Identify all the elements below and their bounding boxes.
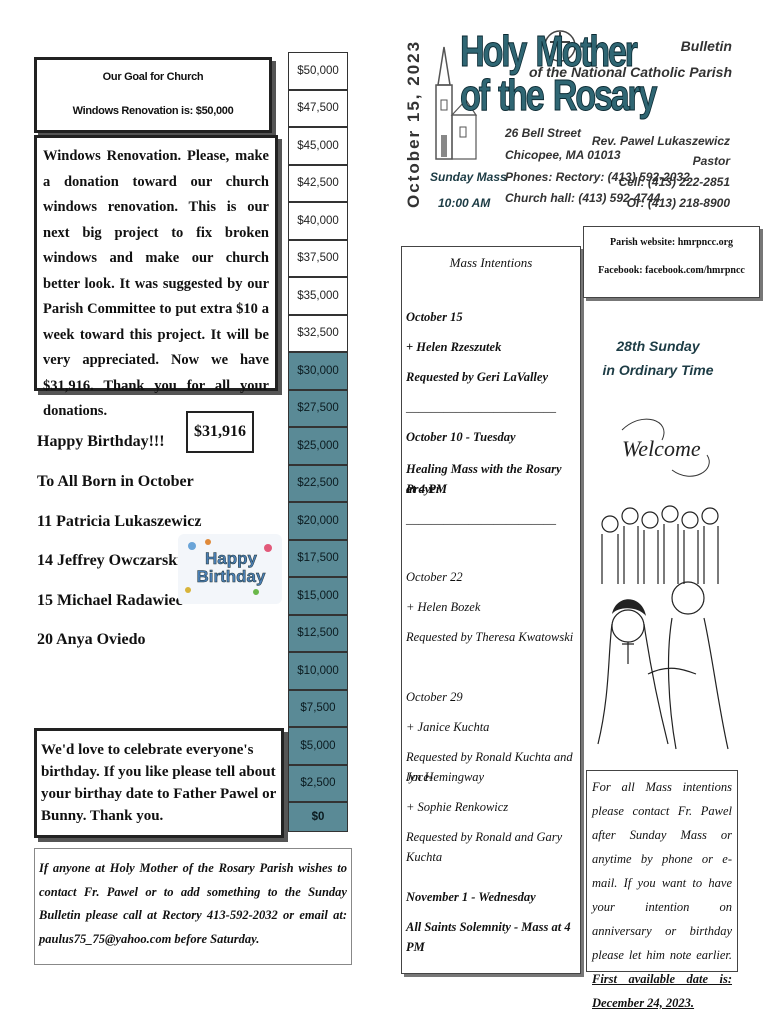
mass-intention-line: + Janice Kuchta xyxy=(406,720,490,734)
thermometer-level: $30,000 xyxy=(288,352,348,390)
goal-box: Our Goal for Church Windows Renovation i… xyxy=(34,57,272,133)
raised-amount-badge: $31,916 xyxy=(186,411,254,453)
mass-intentions-box: Mass Intentions October 15 + Helen Rzeszu… xyxy=(401,246,581,974)
mass-intention-line: November 1 - Wednesday xyxy=(406,890,536,904)
thermometer-level: $37,500 xyxy=(288,239,348,277)
sunday-mass-label: Sunday Mass xyxy=(430,170,507,184)
mass-intention-line: Healing Mass with the Rosary Prayer xyxy=(406,462,562,496)
mass-divider: ________________________ xyxy=(406,400,556,414)
goal-line1: Our Goal for Church xyxy=(102,71,204,83)
thermometer-level: $45,000 xyxy=(288,127,348,165)
mass-intention-line: at 4 PM xyxy=(406,482,447,496)
windows-renovation-box: Windows Renovation. Please, make a donat… xyxy=(34,135,278,419)
birthday-person: 14 Jeffrey Owczarski xyxy=(37,552,182,569)
happy-birthday-image: Happy Birthday xyxy=(178,534,282,604)
thermometer-level: $32,500 xyxy=(288,314,348,352)
welcome-text: Welcome xyxy=(622,436,701,461)
mass-intention-line: Requested by Ronald Kuchta and Joce- xyxy=(406,750,573,784)
birthday-invite-box: We'd love to celebrate everyone's birthd… xyxy=(34,728,284,838)
thermometer-level: $22,500 xyxy=(288,464,348,502)
pastor-name: Rev. Pawel Lukaszewicz xyxy=(591,134,730,148)
mass-intention-line: Requested by Geri LaValley xyxy=(406,370,548,384)
website-box: Parish website: hmrpncc.org Facebook: fa… xyxy=(583,226,760,298)
thermometer-level: $42,500 xyxy=(288,164,348,202)
thermometer-level: $0 xyxy=(288,802,348,832)
sunday-title-line1: 28th Sunday xyxy=(616,338,700,354)
pastor-alt-phone: Or: (413) 218-8900 xyxy=(626,196,730,210)
windows-renovation-text: Windows Renovation. Please, make a donat… xyxy=(43,148,269,419)
mass-intention-note-box: For all Mass intentions please contact F… xyxy=(586,770,738,1010)
thermometer-level: $10,000 xyxy=(288,652,348,690)
address-city: Chicopee, MA 01013 xyxy=(505,148,621,162)
thermometer-level: $47,500 xyxy=(288,89,348,127)
parish-seal-icon xyxy=(540,26,580,66)
thermometer-level: $50,000 xyxy=(288,52,348,90)
thermometer-level: $27,500 xyxy=(288,389,348,427)
thermometer-level: $5,000 xyxy=(288,727,348,765)
happy-birthday-image-text: Happy Birthday xyxy=(196,549,266,586)
note-text: For all Mass intentions please contact F… xyxy=(592,780,732,962)
thermometer-level: $40,000 xyxy=(288,202,348,240)
welcome-ornament: Welcome xyxy=(612,410,722,490)
mass-intention-line: Requested by Ronald and Gary Kuchta xyxy=(406,830,563,864)
bulletin-label: Bulletin xyxy=(680,38,732,54)
thermometer-level: $35,000 xyxy=(288,277,348,315)
mass-divider: ________________________ xyxy=(406,512,556,526)
address-street: 26 Bell Street xyxy=(505,126,582,140)
mass-intentions-title: Mass Intentions xyxy=(449,255,533,270)
pastor-title: Pastor xyxy=(692,154,730,168)
parish-title: Holy Mother of the Rosary xyxy=(460,27,658,120)
contact-text: If anyone at Holy Mother of the Rosary P… xyxy=(39,861,347,946)
mass-intention-line: + Sophie Renkowicz xyxy=(406,800,509,814)
church-icon xyxy=(418,45,478,163)
mass-intention-line: All Saints Solemnity - Mass at 4 PM xyxy=(406,920,571,954)
phone-hall: Church hall: (413) 592-4744 xyxy=(505,191,661,205)
parish-website[interactable]: Parish website: hmrpncc.org xyxy=(609,237,734,248)
birthday-person: 20 Anya Oviedo xyxy=(37,631,146,648)
phone-rectory: Phones: Rectory: (413) 592-2032 xyxy=(505,170,690,184)
sunday-mass-time: 10:00 AM xyxy=(438,196,491,210)
mass-intention-line: lyn Hemingway xyxy=(406,770,485,784)
birthday-invite-text: We'd love to celebrate everyone's birthd… xyxy=(41,742,276,824)
thermometer-level: $15,000 xyxy=(288,577,348,615)
jesus-with-children-illustration xyxy=(588,494,738,756)
birthday-subtitle: To All Born in October xyxy=(37,473,194,490)
pastor-cell: Cell: (413) 222-2851 xyxy=(618,175,730,189)
birthday-person: 11 Patricia Lukaszewicz xyxy=(37,513,202,530)
mass-intention-line: + Helen Bozek xyxy=(406,600,481,614)
first-available-date: First available date is: December 24, 20… xyxy=(592,972,732,1010)
parish-facebook[interactable]: Facebook: facebook.com/hmrpncc xyxy=(598,265,745,276)
thermometer-level: $7,500 xyxy=(288,689,348,727)
thermometer-level: $17,500 xyxy=(288,539,348,577)
mass-intention-line: October 15 xyxy=(406,310,463,324)
goal-line2: Windows Renovation is: $50,000 xyxy=(72,105,234,117)
birthday-person: 15 Michael Radawiec xyxy=(37,592,183,609)
thermometer-level: $2,500 xyxy=(288,764,348,802)
mass-intention-line: Requested by Theresa Kwatowski xyxy=(406,630,574,644)
sunday-title-line2: in Ordinary Time xyxy=(602,362,714,378)
thermometer-level: $20,000 xyxy=(288,502,348,540)
mass-intention-line: + Helen Rzeszutek xyxy=(406,340,502,354)
contact-box: If anyone at Holy Mother of the Rosary P… xyxy=(34,848,352,965)
mass-intention-line: October 29 xyxy=(406,690,463,704)
mass-intention-line: October 10 - Tuesday xyxy=(406,430,516,444)
mass-intention-line: October 22 xyxy=(406,570,463,584)
birthday-greeting: Happy Birthday!!! xyxy=(37,433,165,450)
thermometer-level: $25,000 xyxy=(288,427,348,465)
thermometer-level: $12,500 xyxy=(288,614,348,652)
bulletin-subtitle: of the National Catholic Parish xyxy=(528,64,732,80)
